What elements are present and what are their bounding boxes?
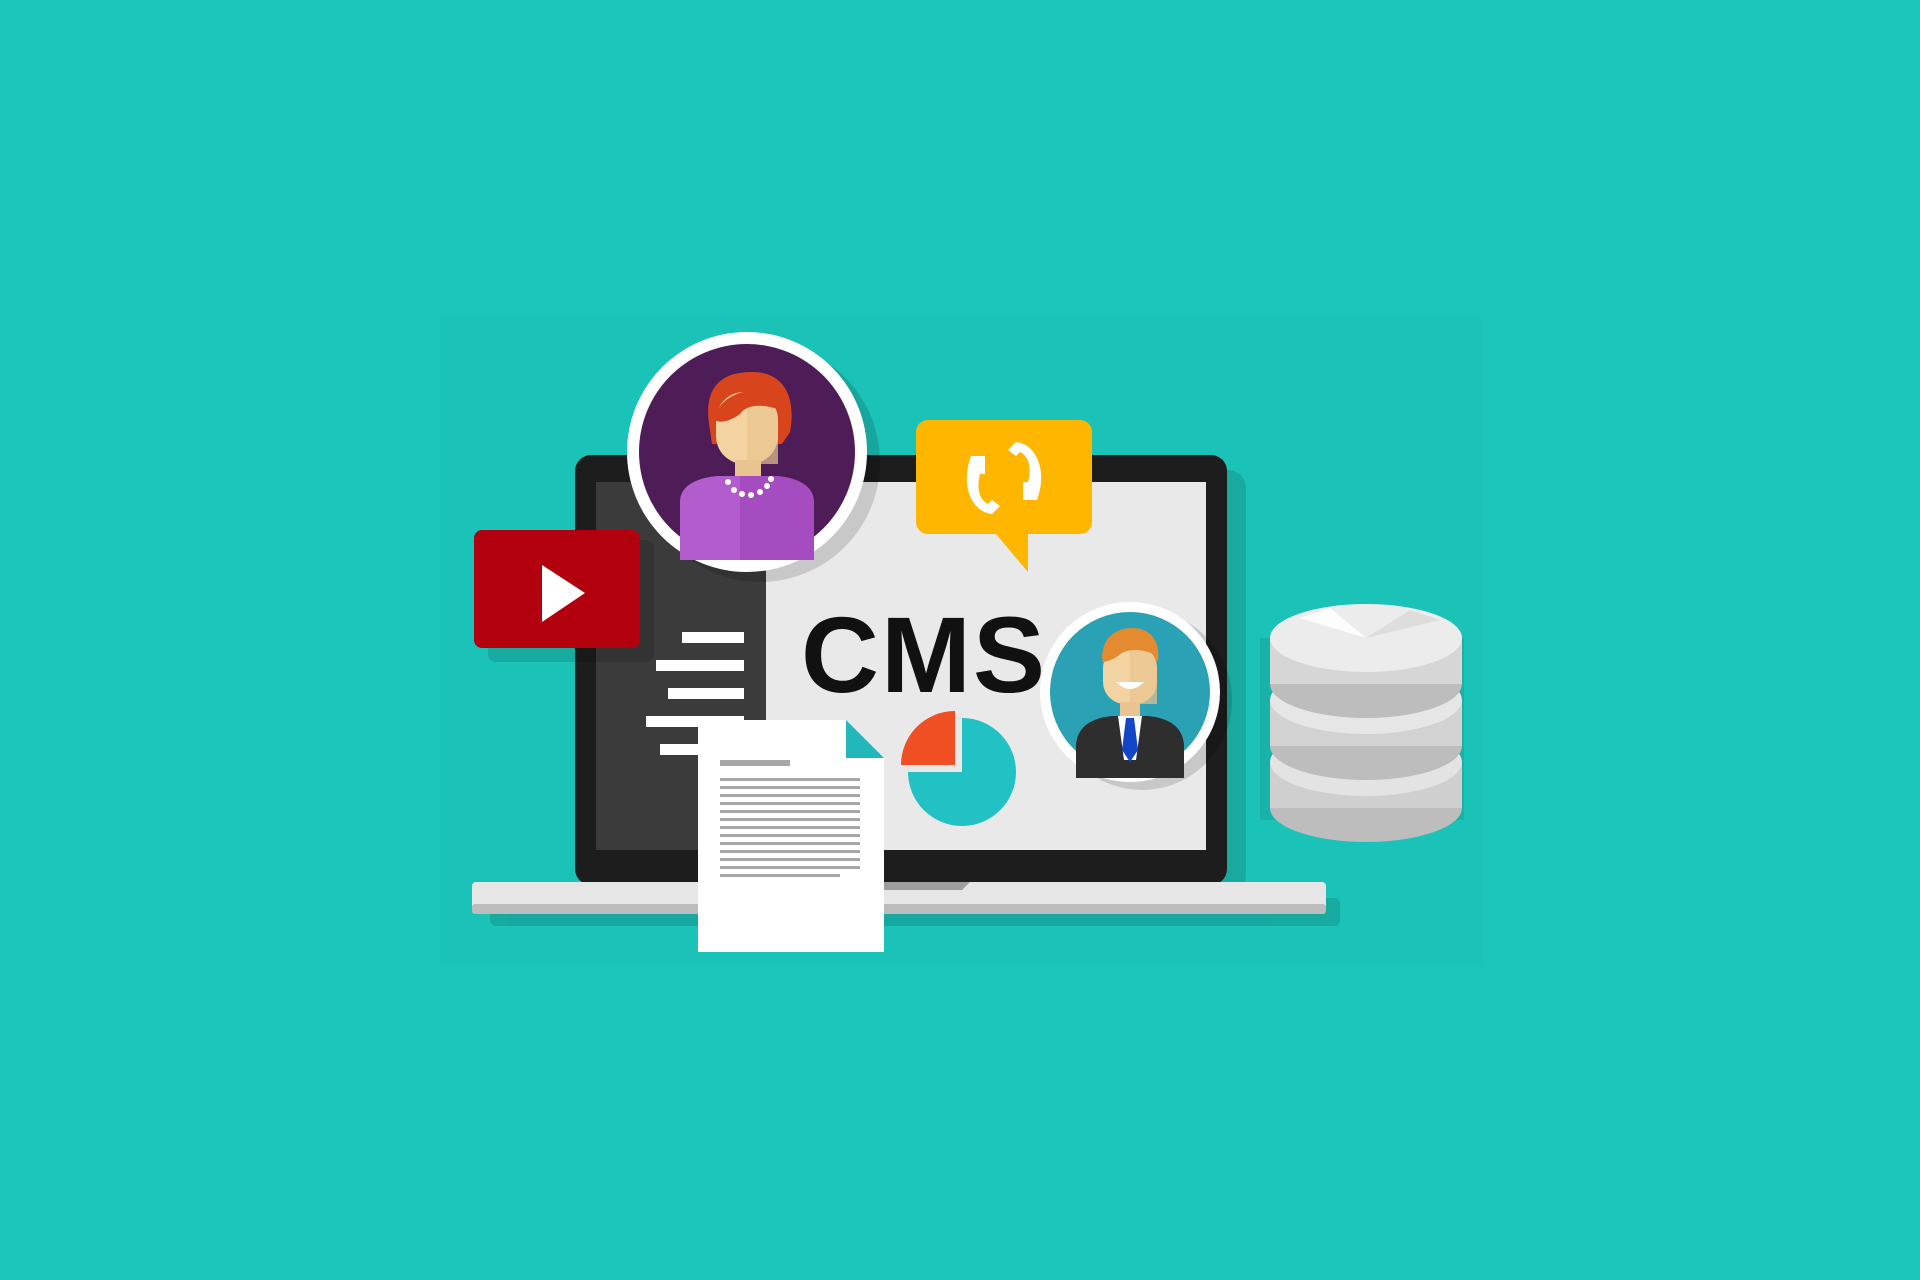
page-title: CMS <box>801 594 1047 715</box>
video-card <box>474 530 654 662</box>
database-icon <box>1260 604 1464 842</box>
phone-bubble-icon <box>966 442 1042 514</box>
avatar-man <box>1040 602 1232 790</box>
document-icon <box>698 720 884 952</box>
play-icon <box>542 565 585 622</box>
pie-chart-icon <box>901 711 1016 826</box>
laptop-base-edge <box>472 904 1326 914</box>
avatar-woman <box>627 332 880 582</box>
chat-bubble <box>916 420 1092 572</box>
